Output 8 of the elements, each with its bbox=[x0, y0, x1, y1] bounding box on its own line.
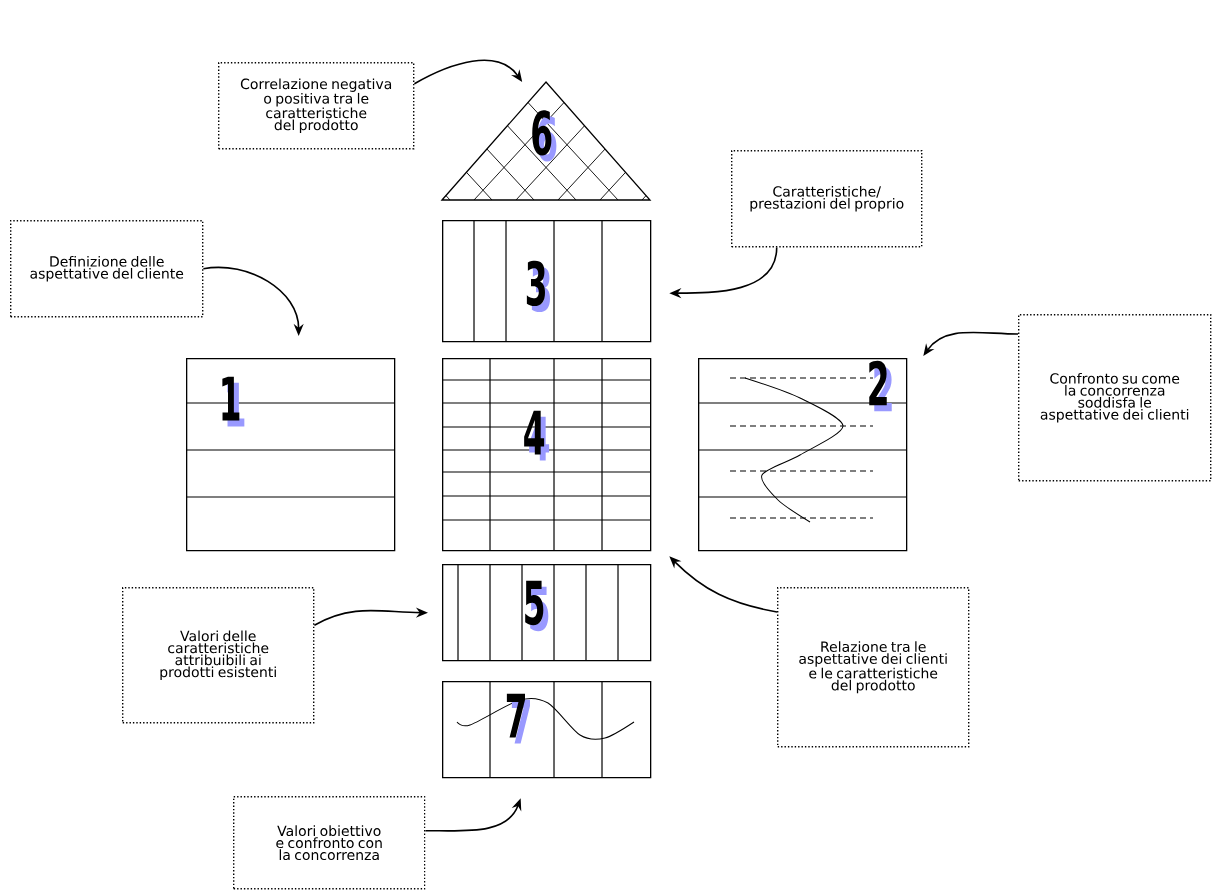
callout-box: Valori obiettivo e confronto con la concorrenza bbox=[233, 796, 426, 890]
callout-box: Relazione tra le aspettative dei clienti e le caratteristiche del prodotto bbox=[777, 587, 970, 748]
callout-box: Correlazione negativa o positiva tra le caratteristiche del prodotto bbox=[218, 62, 415, 150]
callout-box: Confronto su come la concorrenza soddisfa le aspettative dei clienti bbox=[1018, 314, 1212, 482]
callout-box: Definizione delle aspettative del cliente bbox=[10, 220, 204, 318]
callout-box: Valori delle caratteristiche attribuibili ai prodotti esistenti bbox=[122, 587, 315, 724]
callout-box: Caratteristiche/ prestazioni del proprio bbox=[731, 150, 923, 248]
arrow bbox=[923, 331, 1019, 356]
